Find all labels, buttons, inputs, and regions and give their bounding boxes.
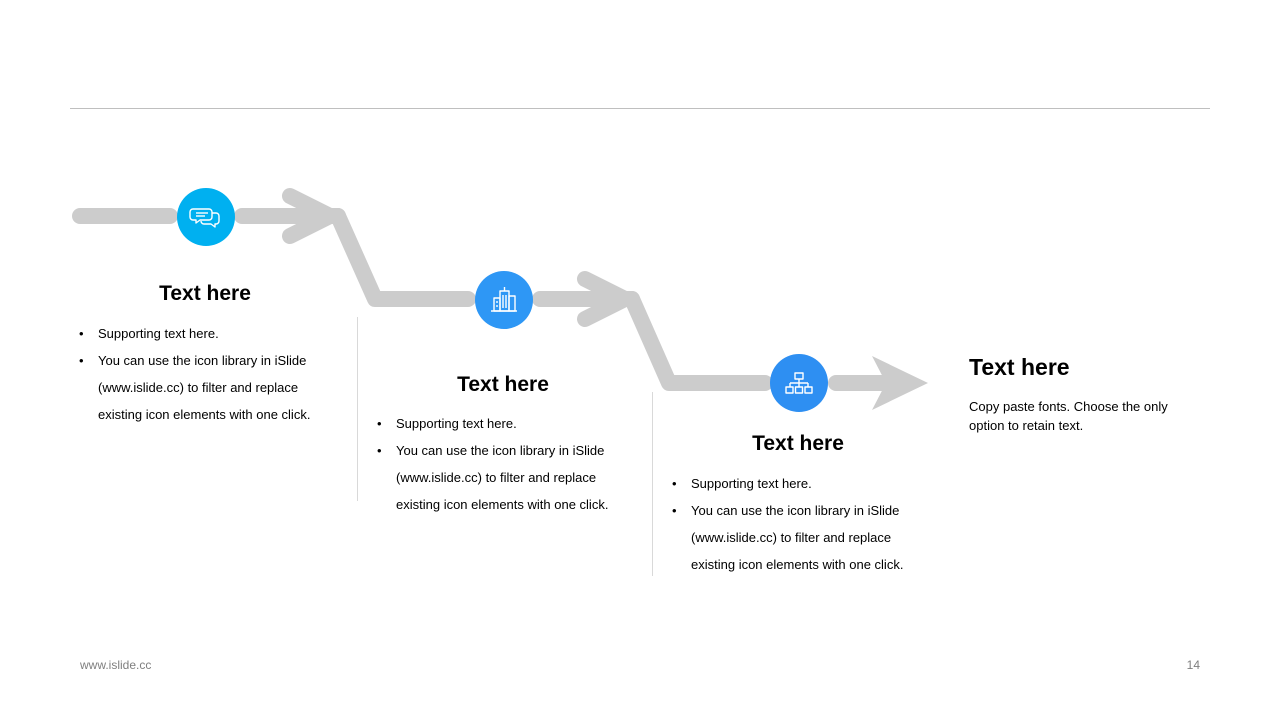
footer-website: www.islide.cc bbox=[80, 658, 152, 672]
buildings-icon bbox=[491, 287, 517, 312]
step-1-bullet-2: You can use the icon library in iSlide (… bbox=[78, 347, 328, 428]
step-1-bullet-1: Supporting text here. bbox=[78, 320, 328, 347]
top-divider bbox=[70, 108, 1210, 109]
page-number: 14 bbox=[1186, 658, 1200, 672]
org-chart-icon bbox=[785, 372, 813, 394]
step-1-bullets: Supporting text here. You can use the ic… bbox=[78, 320, 328, 428]
step-3-title: Text here bbox=[752, 432, 844, 455]
step-2-bullets: Supporting text here. You can use the ic… bbox=[376, 410, 626, 518]
step-1-title: Text here bbox=[159, 282, 251, 305]
path-descent-1 bbox=[330, 208, 476, 307]
step-3-bullet-2: You can use the icon library in iSlide (… bbox=[671, 497, 921, 578]
step-3-divider bbox=[652, 392, 653, 576]
final-title: Text here bbox=[969, 354, 1070, 380]
chat-bubbles-icon bbox=[189, 208, 220, 228]
path-descent-2 bbox=[624, 291, 773, 391]
step-3-bullet-1: Supporting text here. bbox=[671, 470, 921, 497]
step-2-bullet-2: You can use the icon library in iSlide (… bbox=[376, 437, 626, 518]
step-3-icon-circle bbox=[770, 354, 828, 412]
final-body: Copy paste fonts. Choose the only option… bbox=[969, 399, 1168, 433]
step-3-bullets: Supporting text here. You can use the ic… bbox=[671, 470, 921, 578]
step-1-icon-circle bbox=[177, 188, 235, 246]
step-2-icon-circle bbox=[475, 271, 533, 329]
final-arrow-head bbox=[872, 356, 928, 410]
step-2-divider bbox=[357, 317, 358, 501]
step-2-bullet-1: Supporting text here. bbox=[376, 410, 626, 437]
step-2-title: Text here bbox=[457, 373, 549, 396]
